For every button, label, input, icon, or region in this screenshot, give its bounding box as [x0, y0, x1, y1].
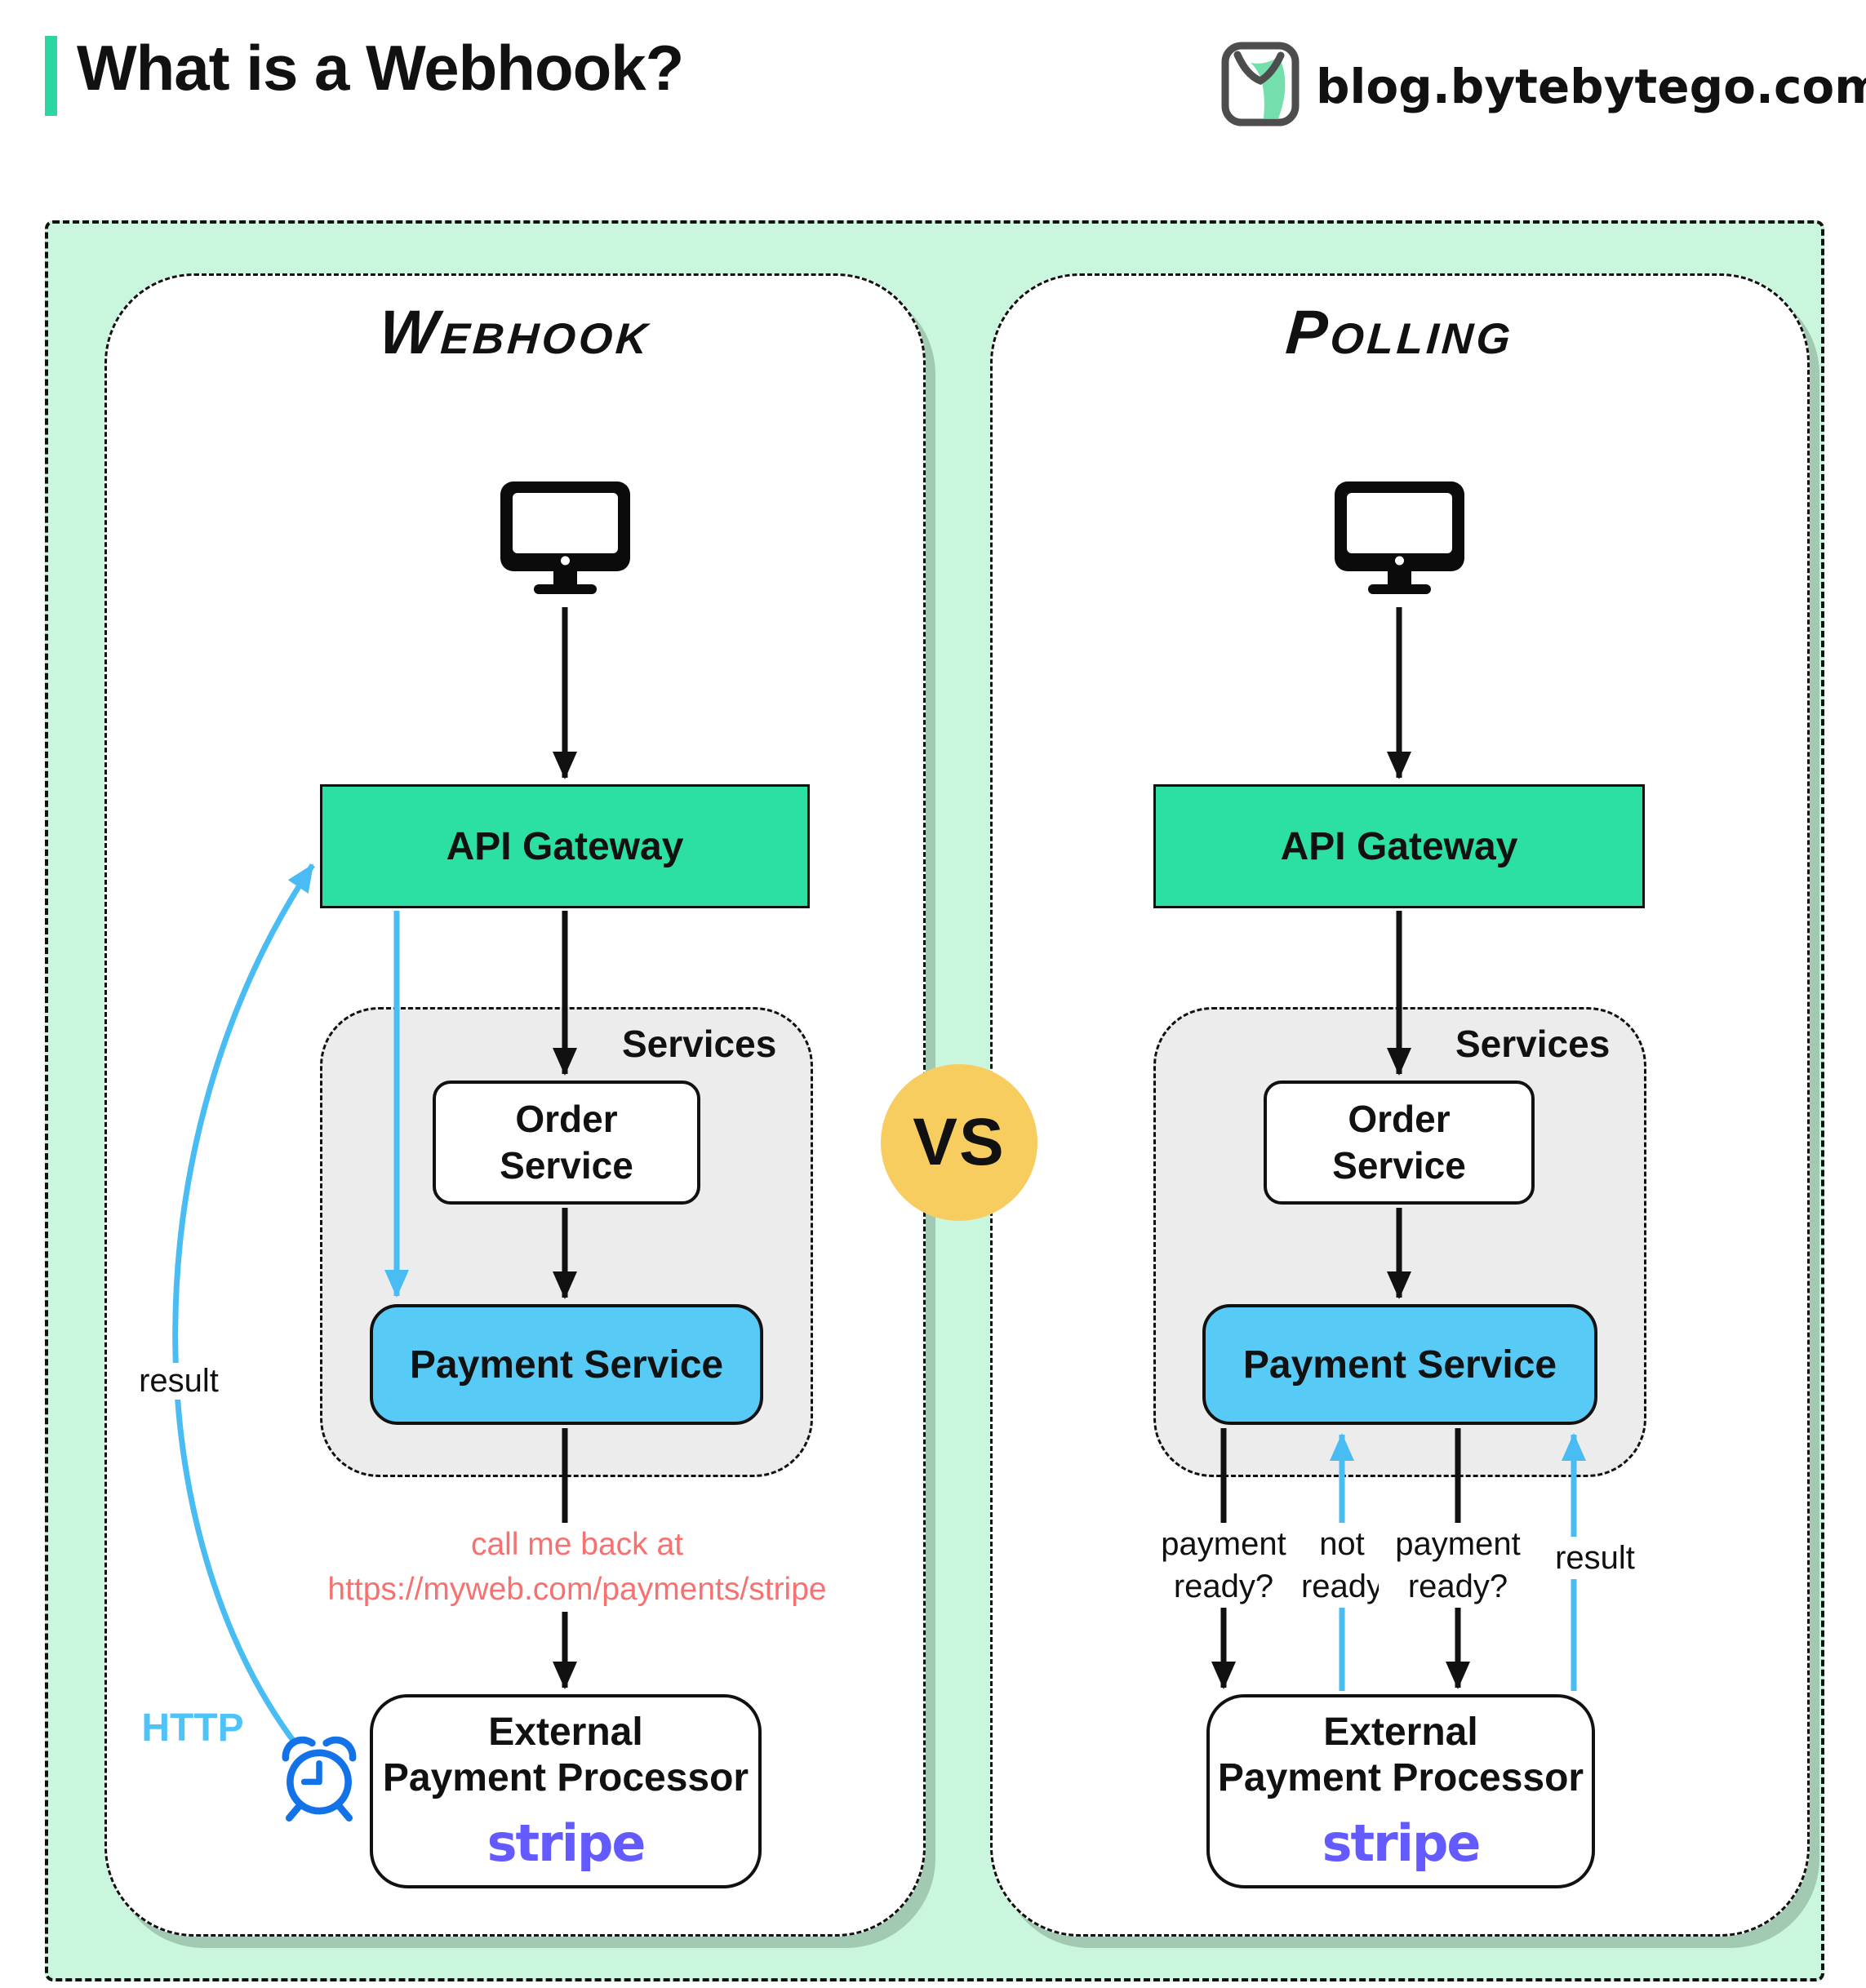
vs-badge: VS: [881, 1064, 1037, 1221]
polling-panel-title: Polling: [1283, 298, 1517, 367]
payment-service-label: Payment Service: [409, 1342, 724, 1387]
order-service-line1: Order: [515, 1097, 618, 1140]
callback-note-line2: https://myweb.com/payments/stripe: [327, 1571, 827, 1607]
title-accent-bar: [45, 36, 57, 116]
external-line1: External: [488, 1710, 643, 1754]
payment-service-box: Payment Service: [1202, 1304, 1597, 1425]
api-gateway-label: API Gateway: [446, 824, 684, 868]
poll-query2-line2: ready?: [1407, 1569, 1508, 1604]
client-computer-icon: [1328, 478, 1471, 609]
stripe-logo: stripe: [486, 1813, 646, 1874]
payment-service-label: Payment Service: [1242, 1342, 1557, 1387]
callback-note-line1: call me back at: [470, 1527, 684, 1562]
bytebytego-logo-icon: [1220, 41, 1301, 131]
order-service-box: Order Service: [433, 1081, 700, 1205]
poll-query1-line2: ready?: [1173, 1569, 1274, 1604]
external-line2: Payment Processor: [1217, 1756, 1584, 1800]
external-line2: Payment Processor: [382, 1756, 749, 1800]
order-service-box: Order Service: [1264, 1081, 1535, 1205]
poll-query2-label: payment ready?: [1379, 1523, 1537, 1608]
http-label: HTTP: [141, 1706, 244, 1750]
vs-label: VS: [913, 1105, 1006, 1179]
poll-query1-label: payment ready?: [1144, 1523, 1303, 1608]
poll-result-label: result: [1536, 1537, 1654, 1579]
polling-panel: Polling API Gateway Services Order Servi…: [990, 273, 1810, 1937]
poll-query1-line1: payment: [1161, 1526, 1286, 1562]
webhook-panel-title: Webhook: [376, 298, 654, 367]
external-payment-processor-box: External Payment Processor stripe: [370, 1694, 762, 1888]
api-gateway-box: API Gateway: [320, 784, 810, 908]
external-line1: External: [1323, 1710, 1478, 1754]
callback-note: call me back at https://myweb.com/paymen…: [267, 1523, 887, 1613]
api-gateway-box: API Gateway: [1153, 784, 1645, 908]
site-brand: blog.bytebytego.com: [1220, 41, 1866, 131]
payment-service-box: Payment Service: [370, 1304, 763, 1425]
external-payment-processor-box: External Payment Processor stripe: [1206, 1694, 1595, 1888]
poll-notready-label: not ready: [1288, 1523, 1396, 1608]
poll-notready-line1: not: [1319, 1526, 1365, 1562]
poll-notready-line2: ready: [1300, 1569, 1384, 1604]
result-label: result: [128, 1363, 229, 1400]
stripe-logo: stripe: [1322, 1813, 1482, 1874]
order-service-line2: Service: [1332, 1144, 1466, 1187]
webhook-panel: Webhook API Gateway Services Order Servi…: [104, 273, 926, 1937]
alarm-clock-icon: [275, 1733, 363, 1826]
site-url: blog.bytebytego.com: [1316, 58, 1866, 114]
services-group-label: Services: [622, 1023, 777, 1065]
api-gateway-label: API Gateway: [1280, 824, 1518, 868]
arrow-http-callback-to-gateway: [172, 863, 315, 1747]
order-service-line1: Order: [1348, 1097, 1451, 1140]
client-computer-icon: [494, 478, 637, 609]
page-title: What is a Webhook?: [77, 32, 684, 104]
services-group-label: Services: [1455, 1023, 1611, 1065]
order-service-line2: Service: [500, 1144, 633, 1187]
poll-query2-line1: payment: [1395, 1526, 1521, 1562]
